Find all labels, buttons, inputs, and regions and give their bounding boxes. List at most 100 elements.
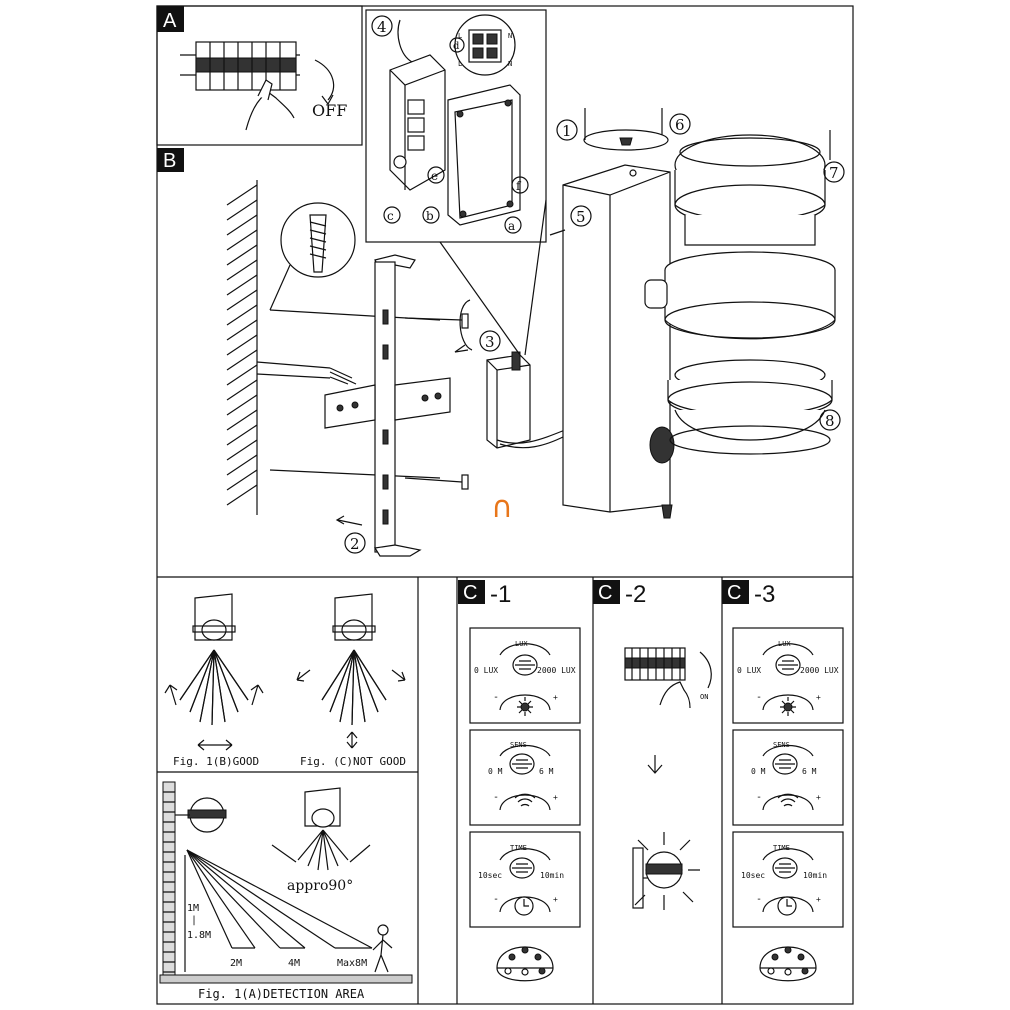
- c2-down-arrow: [647, 755, 663, 774]
- c1-time-min: 10sec: [478, 871, 502, 880]
- distance-4m: 4M: [288, 958, 300, 969]
- section-c2-tag-label: C: [598, 582, 612, 604]
- step-e-label: e: [431, 169, 438, 183]
- step-4-circle: [371, 15, 393, 37]
- c1-lux-name: LUX: [515, 640, 528, 648]
- c1-lux-panel: [469, 627, 581, 724]
- c3-time-plus: +: [816, 895, 821, 904]
- height-bottom: 1.8M: [187, 930, 211, 941]
- junction-box: [486, 351, 566, 449]
- step-4-label: 4: [377, 18, 387, 36]
- section-c3-suffix: -3: [754, 581, 775, 608]
- lamp-middle-ring: [644, 251, 836, 340]
- wall-cable-2: [256, 373, 331, 379]
- step-6-circle: [669, 113, 691, 135]
- c1-sens-panel: [469, 729, 581, 826]
- fig-b-beams: [179, 649, 249, 726]
- step-c-circle: [383, 206, 401, 224]
- wall-anchor: [309, 214, 327, 273]
- c3-lux-minus: -: [756, 692, 762, 703]
- detection-caption: Fig. 1(A)DETECTION AREA: [198, 987, 365, 1001]
- hole-line-bottom: [269, 469, 441, 479]
- orange-mark: ∩: [491, 490, 513, 525]
- section-c1-suffix: -1: [490, 581, 511, 608]
- section-c1-tag-label: C: [463, 582, 477, 604]
- off-arrow-head: [321, 94, 334, 106]
- screw-top: [404, 313, 469, 329]
- c2-breaker-panel: [624, 647, 691, 709]
- step-7-circle: [823, 161, 845, 183]
- fig-not-good-caption: Fig. (C)NOT GOOD: [300, 755, 406, 768]
- step-3-label: 3: [485, 333, 495, 351]
- wall-cable: [256, 361, 331, 369]
- c1-lux-plus: +: [553, 693, 558, 702]
- step-f-circle: [511, 176, 529, 194]
- step-e-circle: [427, 166, 445, 184]
- c2-lit-lamp: [632, 832, 700, 910]
- c3-lux-name: LUX: [778, 640, 791, 648]
- step-2-circle: [344, 532, 366, 554]
- c3-sens-max: 6 M: [802, 767, 817, 776]
- rotate-8: [669, 425, 831, 455]
- section-c2-tag: [593, 580, 620, 604]
- step-a-label: a: [508, 219, 515, 233]
- section-c3-tag-label: C: [727, 582, 741, 604]
- anchor-ribs: [309, 221, 327, 259]
- fig-c-arrow-right: [391, 669, 406, 682]
- person-figure: [372, 924, 393, 973]
- step-3-circle: [479, 330, 501, 352]
- inset-leader-2: [524, 199, 547, 356]
- fig-b-sensor: [192, 593, 236, 641]
- step-1-circle: [556, 119, 578, 141]
- off-arrow: [314, 59, 335, 101]
- c3-lux-max: 2000 LUX: [800, 666, 839, 675]
- lamp-housing: [562, 164, 673, 519]
- c1-lux-min: 0 LUX: [474, 666, 498, 675]
- detection-zones: [186, 849, 373, 949]
- rotate-7: [679, 137, 821, 167]
- section-b-tag-label: B: [163, 150, 176, 172]
- on-label: ON: [700, 693, 708, 701]
- step-b-label: b: [426, 209, 434, 223]
- approx-sensor: [271, 787, 371, 871]
- section-c2-suffix: -2: [625, 581, 646, 608]
- c1-lux-max: 2000 LUX: [537, 666, 576, 675]
- step-5-circle: [570, 205, 592, 227]
- lamp-bottom-dome: [649, 359, 833, 464]
- step-b-circle: [422, 206, 440, 224]
- c3-lux-min: 0 LUX: [737, 666, 761, 675]
- c3-sens-name: SENS: [773, 741, 790, 749]
- anchor-callout-leader: [269, 264, 291, 311]
- detection-sensor: [175, 797, 227, 833]
- step-f-label: f: [516, 179, 522, 193]
- c1-sens-min: 0 M: [488, 767, 503, 776]
- section-c3-tag: [722, 580, 749, 604]
- section-c1-tag: [458, 580, 485, 604]
- c1-time-minus: -: [493, 894, 499, 905]
- screw-bottom: [404, 474, 469, 490]
- rotate-1: [583, 129, 669, 151]
- step-d-circle: [449, 37, 465, 53]
- c3-time-minus: -: [756, 894, 762, 905]
- arrow-2: [337, 519, 363, 526]
- arrow-2-head: [335, 515, 345, 525]
- fig-c-beams: [321, 649, 387, 726]
- angle-label: appro90°: [287, 878, 353, 894]
- lamp-top-dome: [674, 134, 826, 246]
- c1-sens-plus: +: [553, 793, 558, 802]
- inset-leader-1: [439, 241, 521, 356]
- fig-c-arrow-left: [296, 669, 311, 682]
- on-arrow: [699, 651, 712, 689]
- fig-good-caption: Fig. 1(B)GOOD: [173, 755, 259, 768]
- fig-b-arrow-left: [164, 684, 178, 706]
- section-a-tag-label: A: [163, 10, 177, 32]
- c3-lux-plus: +: [816, 693, 821, 702]
- step-8-label: 8: [825, 412, 835, 430]
- fig-b-arrow-bottom: [197, 739, 233, 751]
- c1-sens-minus: -: [493, 792, 499, 803]
- rotate-arrow-3: [459, 299, 473, 351]
- arrow-5: [549, 229, 566, 236]
- c3-sens-plus: +: [816, 793, 821, 802]
- fig-c-arrow-bottom: [346, 731, 358, 749]
